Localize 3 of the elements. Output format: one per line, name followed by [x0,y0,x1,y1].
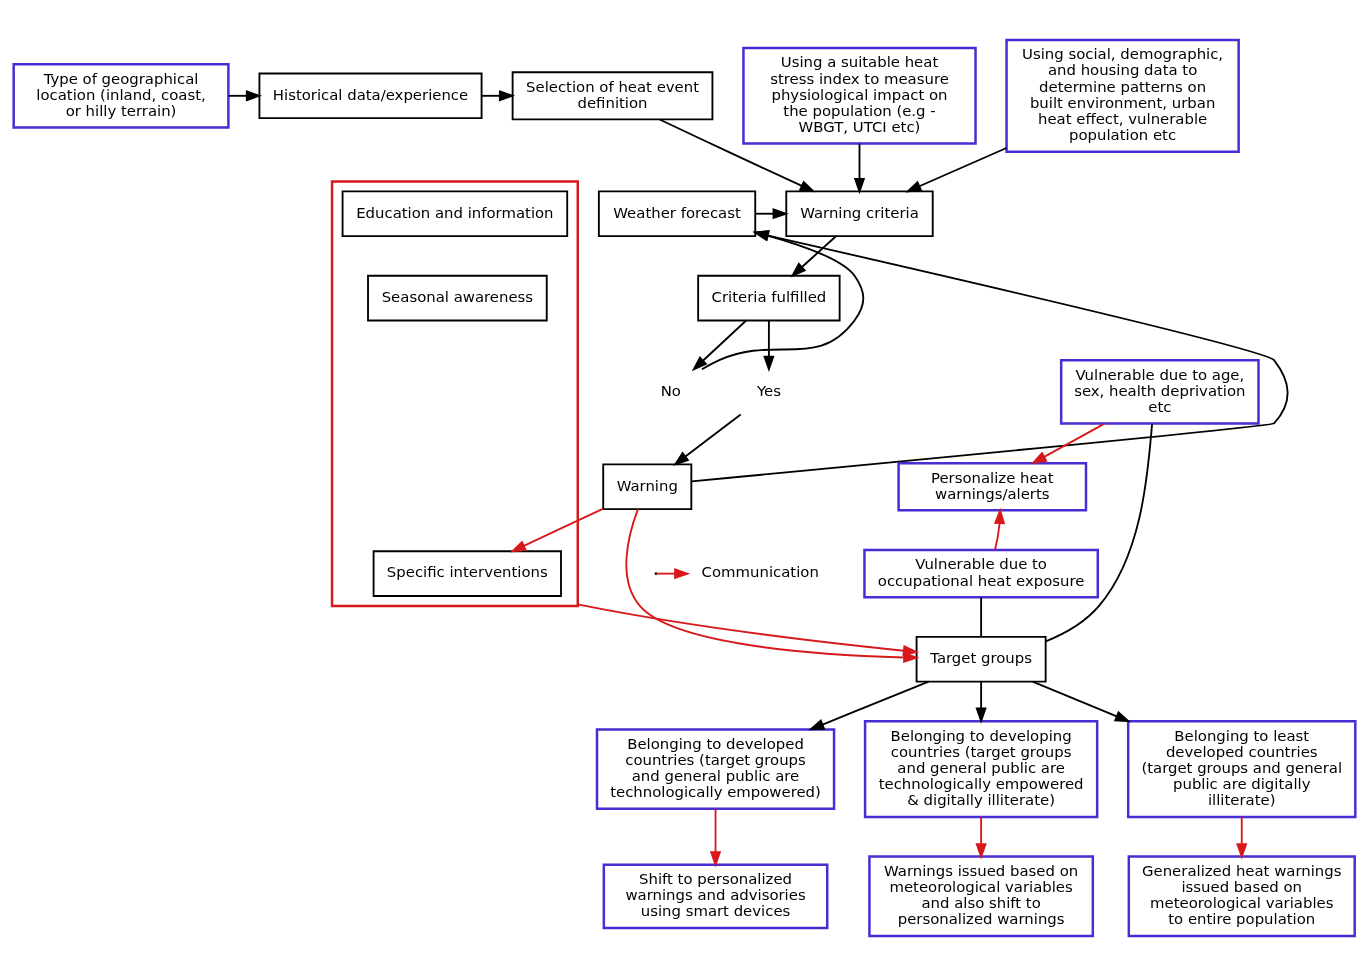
node-text: No [660,381,681,400]
node-text: Yes [756,381,781,400]
legend-label: Communication [701,562,819,581]
